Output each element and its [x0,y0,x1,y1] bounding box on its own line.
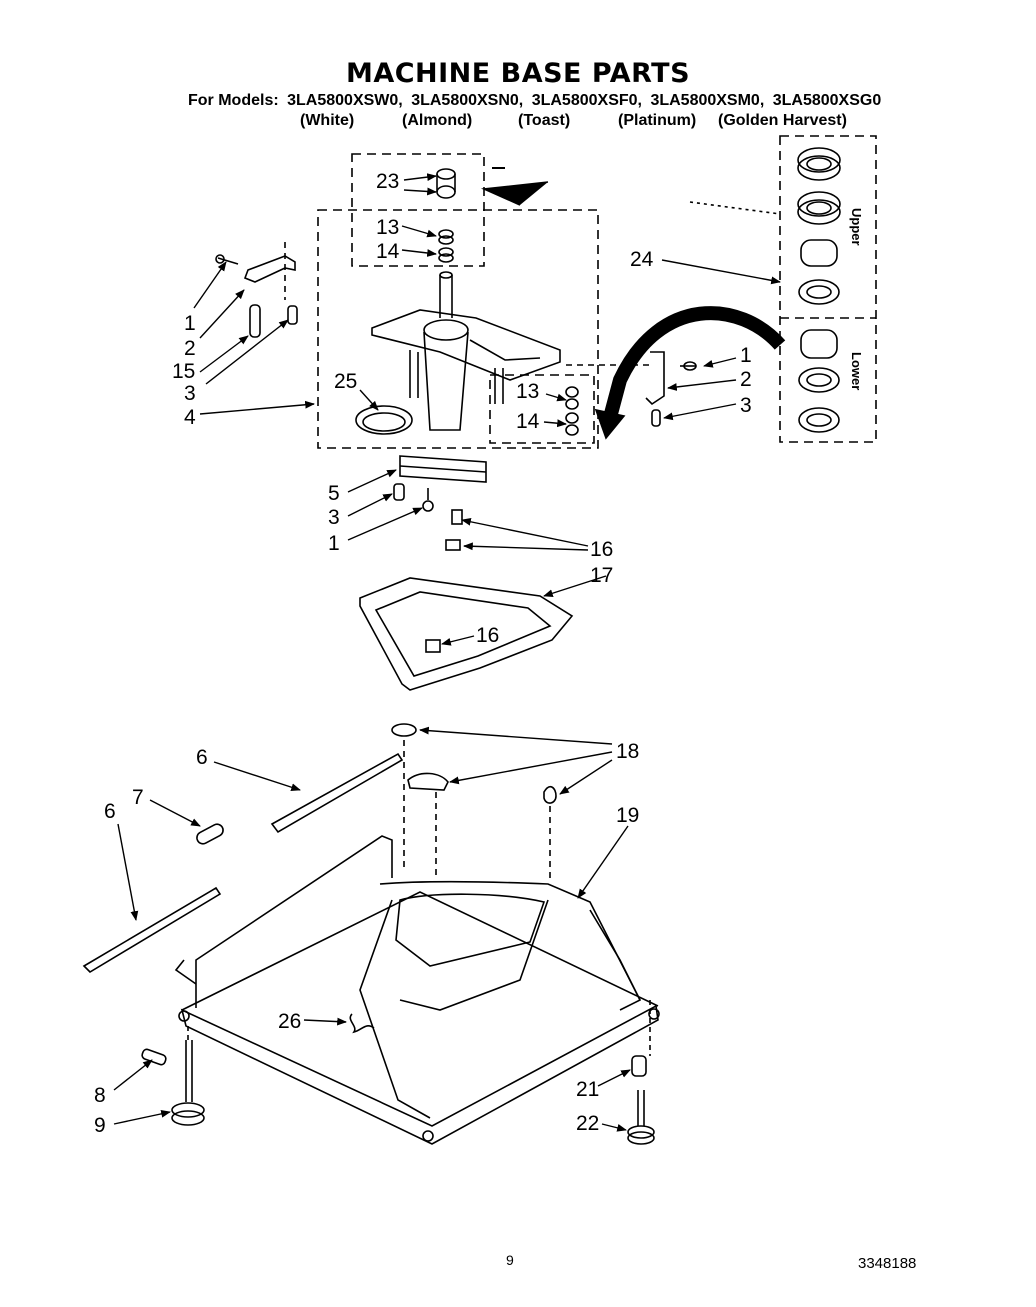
callout-7: 7 [132,786,144,809]
side-bushings [565,386,579,436]
callout-1: 1 [328,532,340,555]
part-19-base-frame [174,835,660,1145]
lower-bearings [798,329,840,433]
callout-18: 18 [616,740,639,763]
model-color: (Almond) [402,112,473,129]
callout-1: 1 [740,344,752,367]
callout-16: 16 [590,538,613,561]
part-14-washer [438,247,454,263]
upper-bearings-label: Upper [849,208,864,246]
callout-3: 3 [740,394,752,417]
part-26-clip [349,1013,375,1034]
part-6-brace [82,886,222,974]
part-13-washer [438,229,454,245]
callout-25: 25 [334,370,357,393]
callout-2: 2 [740,368,752,391]
for-models-label: For Models: [188,92,279,109]
side-bushing-group-box [489,374,595,444]
page-number: 9 [506,1252,514,1268]
callout-14: 14 [376,240,400,263]
part-23-bushing [436,168,456,199]
document-number: 3348188 [858,1255,917,1272]
lower-bearings-label: Lower [849,352,864,390]
callout-19: 19 [616,804,639,827]
part-17-frame [359,577,574,691]
part-5-bracket [393,455,487,512]
callout-14: 14 [516,410,540,433]
left-bracket-hardware [215,242,298,338]
pointer-arrow [480,181,549,206]
callout-5: 5 [328,482,340,505]
model-number: 3LA5800XSF0, [531,92,642,109]
callout-1: 1 [184,312,196,335]
callout-13: 13 [516,380,539,403]
part-16-clip [445,539,461,551]
part-9-leg [171,1026,205,1126]
transmission-group-box [317,209,599,449]
model-color: (Golden Harvest) [718,112,847,129]
part-22-leg [627,1000,655,1145]
part-16-clip [451,509,463,525]
model-number: 3LA5800XSM0, [650,92,765,109]
callout-26: 26 [278,1010,301,1033]
part-16-clip [425,639,441,653]
callout-22: 22 [576,1112,599,1135]
callout-17: 17 [590,564,613,587]
part-8-nut [141,1048,167,1066]
callout-23: 23 [376,170,399,193]
part-7-spring [196,823,224,845]
callout-4: 4 [184,406,196,429]
model-number: 3LA5800XSW0, [287,92,403,109]
callout-2: 2 [184,337,196,360]
models-line: For Models: 3LA5800XSW0, 3LA5800XSN0, 3L… [188,92,885,110]
model-color: (Toast) [518,112,571,129]
part-18-pad [543,785,557,804]
callout-6: 6 [104,800,116,823]
part-6-brace [270,752,404,834]
callout-9: 9 [94,1114,106,1137]
part-21-bushing [631,1055,647,1077]
model-color: (Platinum) [618,112,697,129]
callout-13: 13 [376,216,399,239]
model-color: (White) [300,112,355,129]
callout-15: 15 [172,360,195,383]
callout-3: 3 [184,382,196,405]
callout-24: 24 [630,248,654,271]
part-25-seal [355,405,413,435]
callout-21: 21 [576,1078,599,1101]
page-title: MACHINE BASE PARTS [345,58,691,89]
model-number: 3LA5800XSG0 [772,92,882,109]
callout-8: 8 [94,1084,106,1107]
callout-6: 6 [196,746,208,769]
upper-bearings [797,147,841,305]
part-18-pad [407,772,449,791]
bearing-kit-arrow [601,306,786,427]
part-4-transmission [371,271,561,431]
part-18-pad [391,723,417,737]
bearing-kit-box [779,135,877,443]
callout-3: 3 [328,506,340,529]
callout-16: 16 [476,624,499,647]
model-number: 3LA5800XSN0, [411,92,524,109]
